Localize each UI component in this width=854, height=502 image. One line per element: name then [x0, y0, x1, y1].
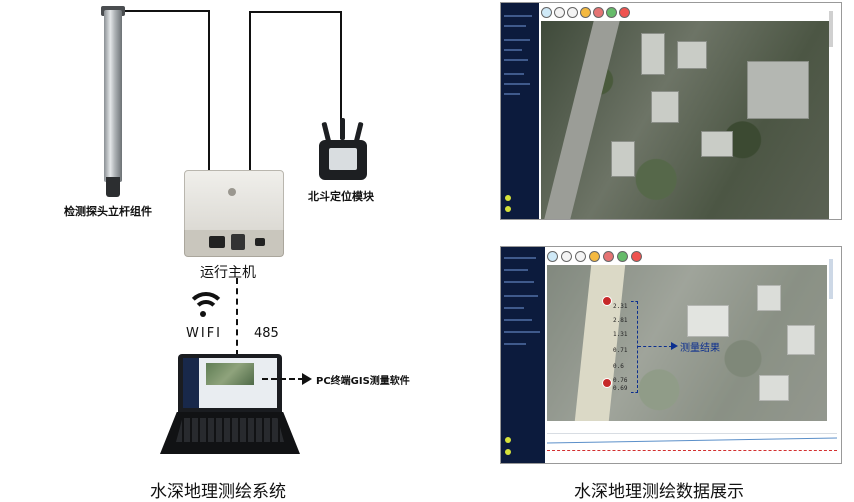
probe-label: 检测探头立杆组件: [64, 205, 152, 218]
beidou-label: 北斗定位模块: [308, 190, 374, 203]
zoom-slider[interactable]: [829, 11, 833, 47]
probe-tip: [106, 177, 120, 197]
measure-value: 1.31: [613, 331, 628, 338]
satellite-map: [541, 21, 829, 219]
measure-result-label: 测量结果: [680, 343, 720, 354]
measure-marker[interactable]: [602, 296, 612, 306]
system-diagram: 检测探头立杆组件 运行主机 北斗定位模块 WIFI 485 PC终端GIS测量软…: [64, 6, 410, 502]
host-box-top: [184, 170, 284, 232]
software-arrow-line: [262, 378, 304, 380]
map-toolbar: [547, 251, 647, 263]
wire-probe-down: [208, 10, 210, 172]
measure-value: 2.81: [613, 317, 628, 324]
map-toolbar: [541, 7, 631, 19]
rs485-label: 485: [254, 326, 279, 341]
gis-screenshot-measurement: 2.31 2.81 1.31 0.71 0.6 0.76 0.69 测量结果: [500, 246, 842, 464]
result-bracket: [631, 301, 638, 393]
left-caption: 水深地理测绘系统: [150, 482, 286, 502]
wire-module-top: [249, 11, 341, 13]
zoom-slider[interactable]: [829, 259, 833, 299]
measure-value: 0.76: [613, 377, 628, 384]
antenna: [340, 118, 345, 140]
beidou-display: [329, 148, 357, 170]
right-caption: 水深地理测绘数据展示: [574, 482, 744, 502]
app-sidebar: [501, 247, 545, 463]
laptop-map-view: [206, 363, 254, 385]
measure-value: 0.71: [613, 347, 628, 354]
wire-probe-top: [122, 10, 210, 12]
software-label: PC终端GIS测量软件: [316, 376, 410, 387]
measure-value: 0.69: [613, 385, 628, 392]
wifi-icon: [186, 292, 226, 322]
host-indicator: [228, 188, 236, 196]
satellite-map: [547, 265, 827, 421]
host-label: 运行主机: [200, 265, 256, 281]
probe-rod: [104, 10, 122, 182]
laptop-keyboard: [176, 418, 284, 442]
wire-module-right: [340, 11, 342, 139]
wifi-label: WIFI: [186, 326, 222, 341]
wire-module-left: [249, 11, 251, 171]
gis-screenshot-overview: [500, 2, 842, 220]
result-arrow-icon: [671, 342, 678, 350]
result-arrow-line: [638, 346, 672, 347]
software-arrow-icon: [302, 373, 312, 385]
laptop-app-sidebar: [183, 358, 199, 408]
dashed-link-host-laptop: [236, 278, 238, 356]
measure-marker[interactable]: [602, 378, 612, 388]
measure-value: 2.31: [613, 303, 628, 310]
host-box-front: [184, 230, 284, 257]
app-sidebar: [501, 3, 539, 219]
depth-profile-chart: [547, 433, 837, 458]
measure-value: 0.6: [613, 363, 624, 370]
